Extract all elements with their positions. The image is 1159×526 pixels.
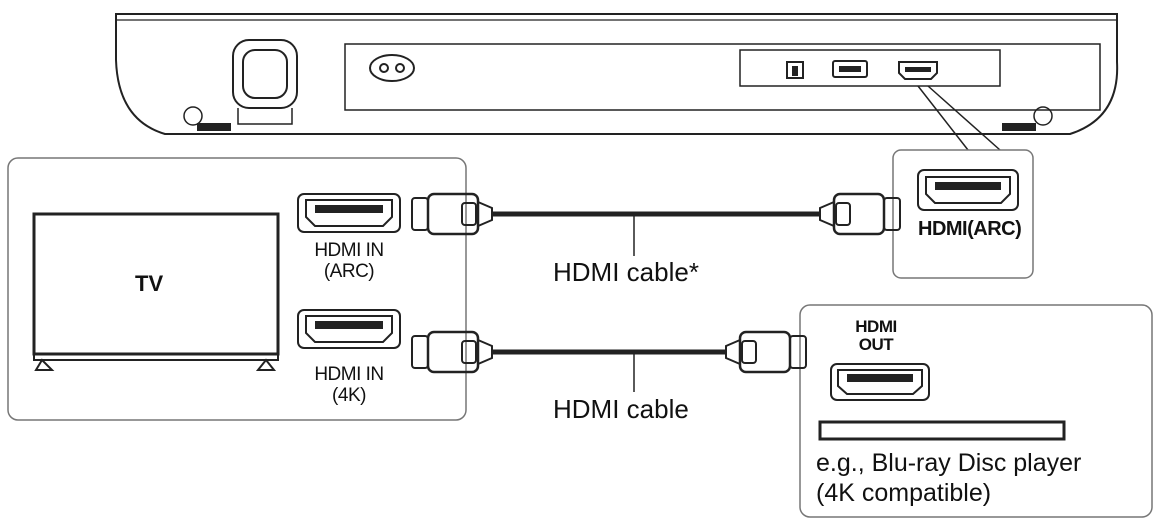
- hdmi-in-arc-label: HDMI IN (ARC): [314, 240, 384, 282]
- tv-screen: [32, 212, 280, 371]
- player-panel: [799, 304, 1153, 518]
- hdmi-in-arc-port: [297, 193, 401, 233]
- hdmi-cable-bottom-label: HDMI cable: [553, 394, 689, 424]
- hdmi-in-4k-port: [297, 309, 401, 349]
- hdmi-in-4k-label: HDMI IN (4K): [314, 364, 384, 406]
- player-description: e.g., Blu-ray Disc player (4K compatible…: [816, 449, 1082, 507]
- hdmi-out-label: HDMI OUT: [855, 317, 897, 354]
- soundbar-hdmi-arc-label: HDMI(ARC): [918, 218, 1022, 240]
- tv-label: TV: [135, 271, 164, 296]
- soundbar-hdmi-arc-port: [917, 169, 1019, 211]
- soundbar: [115, 13, 1119, 151]
- tv-panel: [7, 157, 467, 421]
- hdmi-out-port: [830, 363, 930, 401]
- hdmi-cable-top-label: HDMI cable*: [553, 257, 699, 287]
- hdmi-cable-bottom: [411, 330, 807, 392]
- soundbar-arc-panel: [892, 149, 1034, 279]
- hdmi-cable-top: [411, 192, 901, 256]
- blu-ray-player: [818, 420, 1066, 441]
